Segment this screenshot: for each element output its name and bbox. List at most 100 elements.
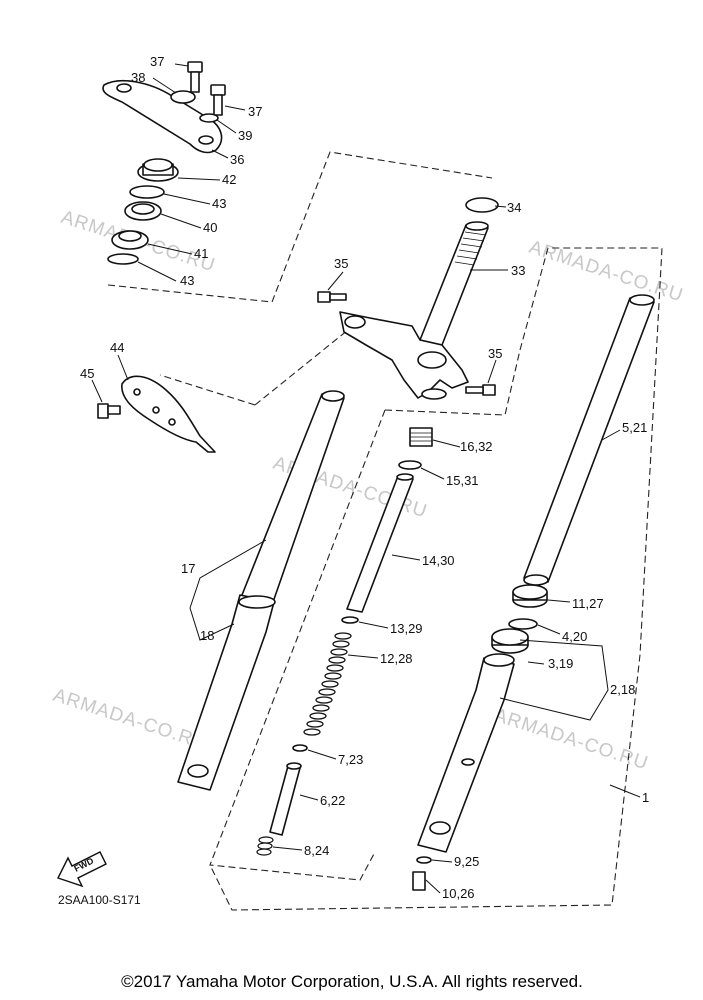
fwd-arrow-icon: FWD [57, 851, 107, 888]
callout-45: 45 [80, 366, 94, 381]
washer-9 [416, 856, 432, 864]
callout-15-31: 15,31 [446, 473, 479, 488]
callout-35: 35 [334, 256, 348, 271]
leader [527, 661, 545, 665]
callout-1: 1 [642, 790, 649, 805]
leader [358, 621, 389, 629]
steering-stem-33 [419, 224, 489, 346]
outer-tube-1-top [483, 653, 515, 667]
leader [494, 205, 507, 208]
outer-tube-1 [417, 657, 515, 853]
stem-thread [454, 231, 487, 266]
leader [487, 359, 497, 384]
axle-boss [187, 764, 209, 778]
leader [299, 794, 319, 801]
bolt-35-head [317, 291, 331, 303]
leader [432, 439, 461, 448]
outer-tube-detail [461, 758, 475, 766]
watermark: ARMADA-CO.RU [526, 237, 685, 307]
stem-top [465, 221, 489, 231]
taper-spindle-8 [256, 836, 274, 856]
leader [152, 77, 177, 94]
inner-tube-5-top [629, 294, 655, 306]
leader [211, 149, 229, 159]
axle-boss [429, 821, 451, 835]
bracket-hole [116, 83, 132, 93]
leader [547, 599, 571, 603]
upper-bracket-assembly: 37 38 37 39 36 42 43 40 41 43 [102, 54, 262, 288]
leader [137, 261, 177, 282]
callout-3-19: 3,19 [548, 656, 573, 671]
bolt-37-shank [213, 94, 223, 116]
damper-rod-6 [269, 765, 301, 836]
leader [177, 177, 221, 181]
under-bracket-clamp [344, 315, 366, 329]
callout-41: 41 [194, 246, 208, 261]
callout-4-20: 4,20 [562, 629, 587, 644]
callout-14-30: 14,30 [422, 553, 455, 568]
callout-5-21: 5,21 [622, 420, 647, 435]
under-bracket-boss [417, 351, 447, 369]
bolt-10 [412, 871, 426, 891]
leader [537, 624, 561, 635]
left-fork-assembly: 17 18 [177, 390, 345, 791]
under-bracket [339, 311, 469, 399]
bolt-37-head [210, 84, 226, 96]
fork-spring-12 [303, 632, 352, 736]
bolt-37-head [187, 61, 203, 73]
washer-39 [199, 113, 219, 123]
leader [189, 607, 235, 641]
dash-damper-group-left [209, 409, 386, 881]
dash-outer-tube-group [209, 247, 663, 911]
callout-43: 43 [180, 273, 194, 288]
dash-upper-bracket-group [107, 151, 493, 303]
leader [272, 846, 303, 851]
callout-13-29: 13,29 [390, 621, 423, 636]
inner-tube-5-bottom [523, 574, 549, 586]
right-fork-assembly: 5,21 11,27 4,20 3,19 2,18 1 9,25 10,26 [412, 294, 655, 901]
damper-spring-assembly: 16,32 15,31 14,30 13,29 12,28 7,23 6,22 … [256, 427, 493, 858]
bolt-35-shank [329, 293, 347, 301]
guard-assembly: 44 45 [80, 340, 216, 453]
leader [91, 379, 103, 403]
leader [147, 243, 193, 255]
bolt-45-shank [107, 405, 121, 415]
clip-4 [508, 618, 538, 630]
callout-34: 34 [507, 200, 521, 215]
leader [117, 354, 129, 381]
cap-38 [170, 90, 196, 104]
callout-37: 37 [150, 54, 164, 69]
group-outlines [107, 151, 663, 911]
callout-37: 37 [248, 104, 262, 119]
leader [224, 105, 246, 111]
leader [420, 467, 445, 480]
leader [347, 654, 379, 659]
dash-bracket-to-guard [254, 329, 349, 406]
outer-tube-18 [177, 594, 275, 791]
damper-rod-6-top [286, 762, 302, 770]
outer-tube-18-top [238, 595, 276, 609]
callout-38: 38 [131, 70, 145, 85]
dust-seal-3-top [491, 628, 529, 646]
inner-tube-17 [239, 393, 345, 606]
upper-bracket-36 [102, 79, 223, 154]
callout-40: 40 [203, 220, 217, 235]
steering-stem-assembly: 34 35 33 35 [317, 197, 525, 400]
callout-36: 36 [230, 152, 244, 167]
oil-seal-11-top [512, 584, 548, 600]
leader [307, 749, 337, 760]
guard-hole [133, 388, 141, 396]
leader [189, 539, 267, 609]
callout-11-27: 11,27 [572, 596, 604, 611]
bolt-45-head [97, 403, 109, 419]
leader-2-18 [499, 639, 609, 721]
callout-6-22: 6,22 [320, 793, 345, 808]
callout-35: 35 [488, 346, 502, 361]
callout-33: 33 [511, 263, 525, 278]
bolt-35-head [482, 384, 496, 396]
leader [163, 193, 211, 205]
race-40-inner [131, 203, 155, 215]
o-ring-15 [398, 460, 422, 470]
bearing-43-lower [107, 253, 139, 265]
callout-16-32: 16,32 [460, 439, 493, 454]
